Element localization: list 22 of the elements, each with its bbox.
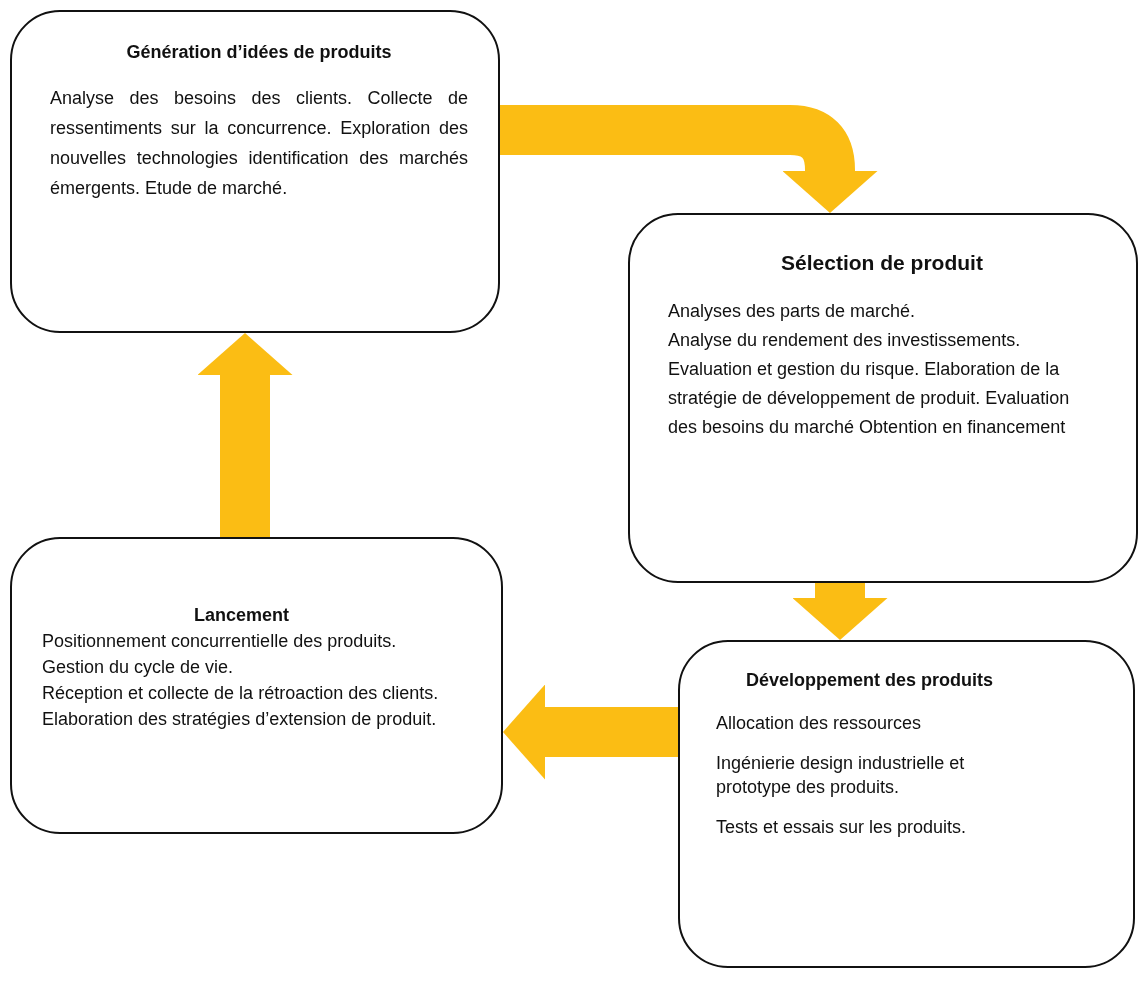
block-arrow (197, 333, 293, 537)
box-text: Positionnement concurrentielle des produits. (42, 630, 398, 653)
box-title: Développement des produits (744, 670, 994, 691)
rounded-box (10, 537, 503, 834)
box-text: Allocation des ressources (716, 712, 923, 735)
rounded-box (628, 213, 1138, 583)
box-text: Analyse des besoins des clients. Collecte de ressentiments sur la concurrence. Exploration des nouvelles technologies identification des marchés émergents. Etude de marché. (50, 87, 468, 200)
rounded-box (678, 640, 1135, 968)
box-text: Réception et collecte de la rétroaction des clients. (42, 682, 440, 705)
box-text: Ingénierie design industrielle et prototype des produits. (716, 752, 966, 799)
box-text: Gestion du cycle de vie. (42, 656, 235, 679)
box-title: Lancement (193, 605, 290, 626)
block-arrow (503, 684, 678, 780)
rounded-box (10, 10, 500, 333)
box-title: Sélection de produit (780, 251, 984, 275)
box-text: Elaboration des stratégies d’extension de produit. (42, 708, 438, 731)
block-arrow (500, 105, 878, 213)
box-text: Analyse du rendement des investissements. Evaluation et gestion du risque. Elaboration de la stratégie de développement de produit. Evaluation des besoins du marché Obtention en financement (668, 329, 1071, 439)
box-text: Tests et essais sur les produits. (716, 816, 968, 839)
block-arrow (792, 583, 888, 640)
box-title: Génération d’idées de produits (125, 42, 393, 63)
box-text: Analyses des parts de marché. (668, 300, 917, 323)
